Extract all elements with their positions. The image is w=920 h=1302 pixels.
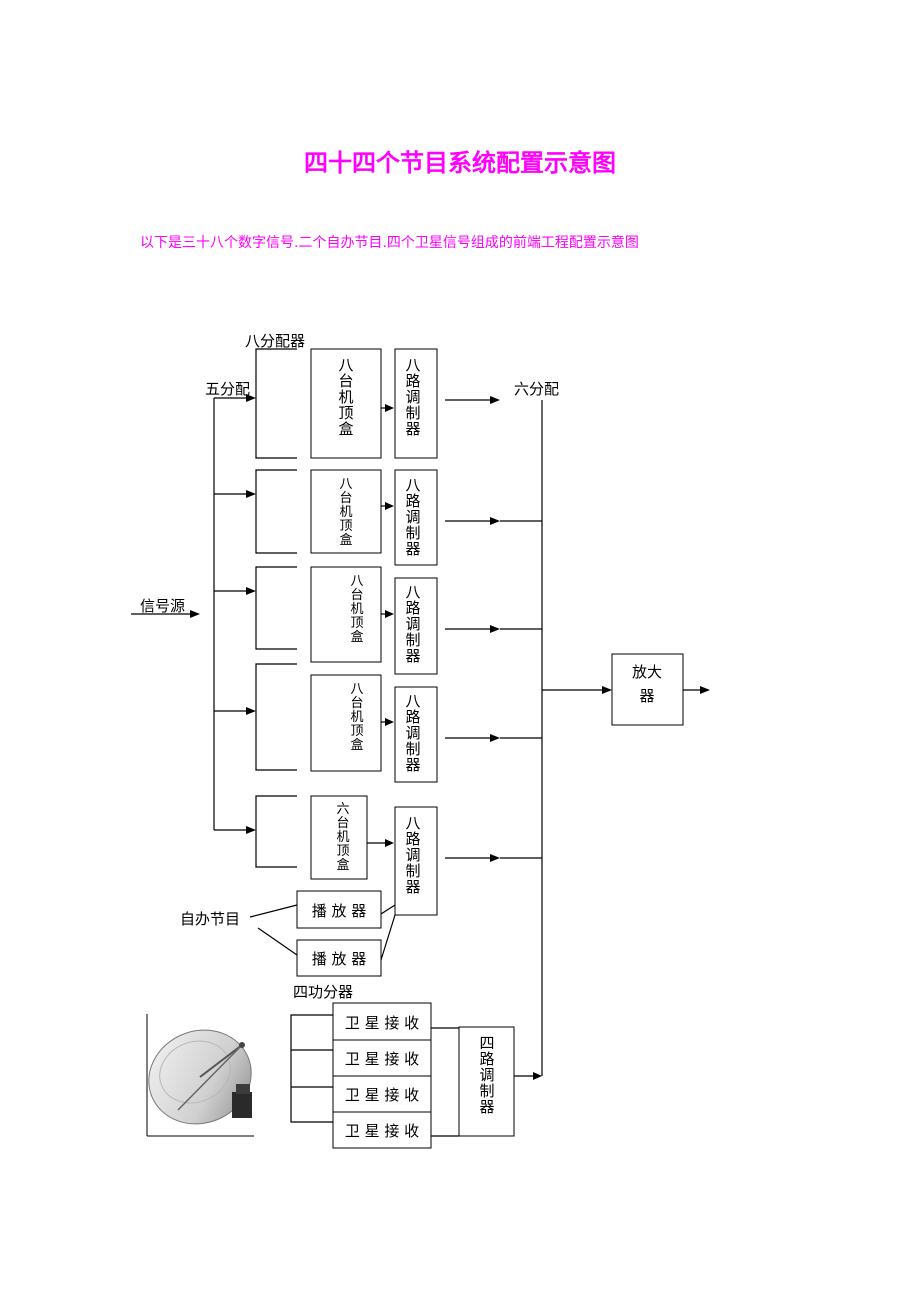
label-self-programs: 自办节目 (180, 910, 240, 928)
svg-text:台: 台 (338, 372, 353, 390)
svg-text:八: 八 (405, 356, 420, 374)
svg-text:八: 八 (350, 574, 363, 589)
svg-text:制: 制 (405, 740, 420, 758)
svg-text:放大: 放大 (632, 663, 662, 681)
svg-text:机: 机 (350, 602, 363, 617)
svg-text:路: 路 (405, 830, 420, 848)
svg-text:播 放 器: 播 放 器 (312, 950, 367, 968)
svg-text:盒: 盒 (336, 857, 349, 873)
label-splitter5: 五分配 (205, 380, 250, 398)
set-top-box-row4: 八 台 机 顶 盒 (310, 674, 382, 772)
svg-text:器: 器 (405, 878, 420, 896)
svg-text:路: 路 (479, 1050, 494, 1068)
svg-text:路: 路 (405, 372, 420, 390)
svg-text:台: 台 (339, 491, 352, 506)
satellite-dish-icon (146, 1014, 254, 1137)
svg-text:机: 机 (350, 710, 363, 725)
set-top-box-row2: 八 台 机 顶 盒 (310, 469, 382, 554)
satellite-receiver-1: 卫 星 接 收 (332, 1002, 432, 1041)
svg-text:制: 制 (405, 862, 420, 880)
svg-text:制: 制 (405, 631, 420, 649)
svg-text:调: 调 (479, 1066, 494, 1084)
satellite-receiver-4: 卫 星 接 收 (332, 1111, 432, 1149)
svg-text:卫 星 接 收: 卫 星 接 收 (345, 1014, 419, 1032)
modulator8-row5: 八 路 调 制 器 (394, 806, 438, 916)
player-1: 播 放 器 (296, 890, 382, 929)
svg-text:盒: 盒 (350, 629, 363, 645)
svg-text:顶: 顶 (350, 724, 363, 739)
modulator8-row1: 八 路 调 制 器 (394, 348, 438, 459)
amplifier: 放大 器 (611, 653, 684, 726)
svg-text:八: 八 (405, 814, 420, 832)
label-source: 信号源 (140, 597, 185, 615)
svg-text:四: 四 (479, 1034, 494, 1052)
svg-text:八: 八 (338, 356, 353, 374)
modulator8-row4: 八 路 调 制 器 (394, 686, 438, 783)
svg-text:台: 台 (336, 816, 349, 831)
svg-text:路: 路 (405, 599, 420, 617)
svg-text:调: 调 (405, 724, 420, 742)
svg-text:八: 八 (339, 477, 352, 492)
svg-text:器: 器 (639, 687, 654, 705)
svg-text:调: 调 (405, 388, 420, 406)
svg-text:路: 路 (405, 708, 420, 726)
svg-text:盒: 盒 (338, 420, 353, 438)
svg-text:器: 器 (405, 540, 420, 558)
modulator4: 四 路 调 制 器 (458, 1026, 515, 1137)
svg-text:播 放 器: 播 放 器 (312, 902, 367, 920)
svg-text:盒: 盒 (350, 737, 363, 753)
set-top-box-row3: 八 台 机 顶 盒 (310, 566, 382, 663)
player-2: 播 放 器 (296, 939, 382, 977)
svg-text:调: 调 (405, 846, 420, 864)
svg-text:卫 星 接 收: 卫 星 接 收 (345, 1122, 419, 1140)
label-splitter8: 八分配器 (245, 332, 305, 350)
satellite-receiver-3: 卫 星 接 收 (332, 1075, 432, 1113)
svg-text:八: 八 (350, 682, 363, 697)
svg-text:调: 调 (405, 508, 420, 526)
splitter8-boxes (255, 348, 297, 868)
svg-text:顶: 顶 (338, 404, 353, 422)
svg-text:顶: 顶 (336, 844, 349, 859)
page-subtitle: 以下是三十八个数字信号.二个自办节目.四个卫星信号组成的前端工程配置示意图 (140, 235, 639, 251)
svg-text:机: 机 (338, 388, 353, 406)
svg-text:八: 八 (405, 476, 420, 494)
svg-text:盒: 盒 (339, 532, 352, 548)
svg-text:制: 制 (405, 404, 420, 422)
svg-text:器: 器 (405, 420, 420, 438)
svg-text:台: 台 (350, 588, 363, 603)
svg-text:调: 调 (405, 615, 420, 633)
set-top-box-row5: 六 台 机 顶 盒 (310, 795, 368, 880)
svg-text:六: 六 (336, 802, 349, 817)
label-combiner4: 四功分器 (293, 983, 353, 1001)
svg-text:器: 器 (479, 1098, 494, 1116)
label-splitter6: 六分配 (514, 380, 559, 398)
svg-text:顶: 顶 (339, 519, 352, 534)
page-title: 四十四个节目系统配置示意图 (304, 148, 616, 177)
set-top-box-row1: 八 台 机 顶 盒 (310, 348, 382, 459)
svg-text:八: 八 (405, 583, 420, 601)
svg-text:制: 制 (479, 1082, 494, 1100)
svg-text:八: 八 (405, 692, 420, 710)
svg-text:机: 机 (339, 505, 352, 520)
modulator8-row2: 八 路 调 制 器 (394, 469, 438, 566)
modulator8-row3: 八 路 调 制 器 (394, 577, 438, 675)
svg-text:机: 机 (336, 830, 349, 845)
svg-text:制: 制 (405, 524, 420, 542)
svg-text:卫 星 接 收: 卫 星 接 收 (345, 1086, 419, 1104)
svg-text:台: 台 (350, 696, 363, 711)
svg-text:器: 器 (405, 647, 420, 665)
svg-text:器: 器 (405, 756, 420, 774)
svg-text:卫 星 接 收: 卫 星 接 收 (345, 1050, 419, 1068)
satellite-receiver-2: 卫 星 接 收 (332, 1039, 432, 1077)
svg-text:顶: 顶 (350, 616, 363, 631)
svg-text:路: 路 (405, 492, 420, 510)
combiner4-box (290, 1014, 333, 1123)
splitter5-outputs (214, 394, 256, 834)
